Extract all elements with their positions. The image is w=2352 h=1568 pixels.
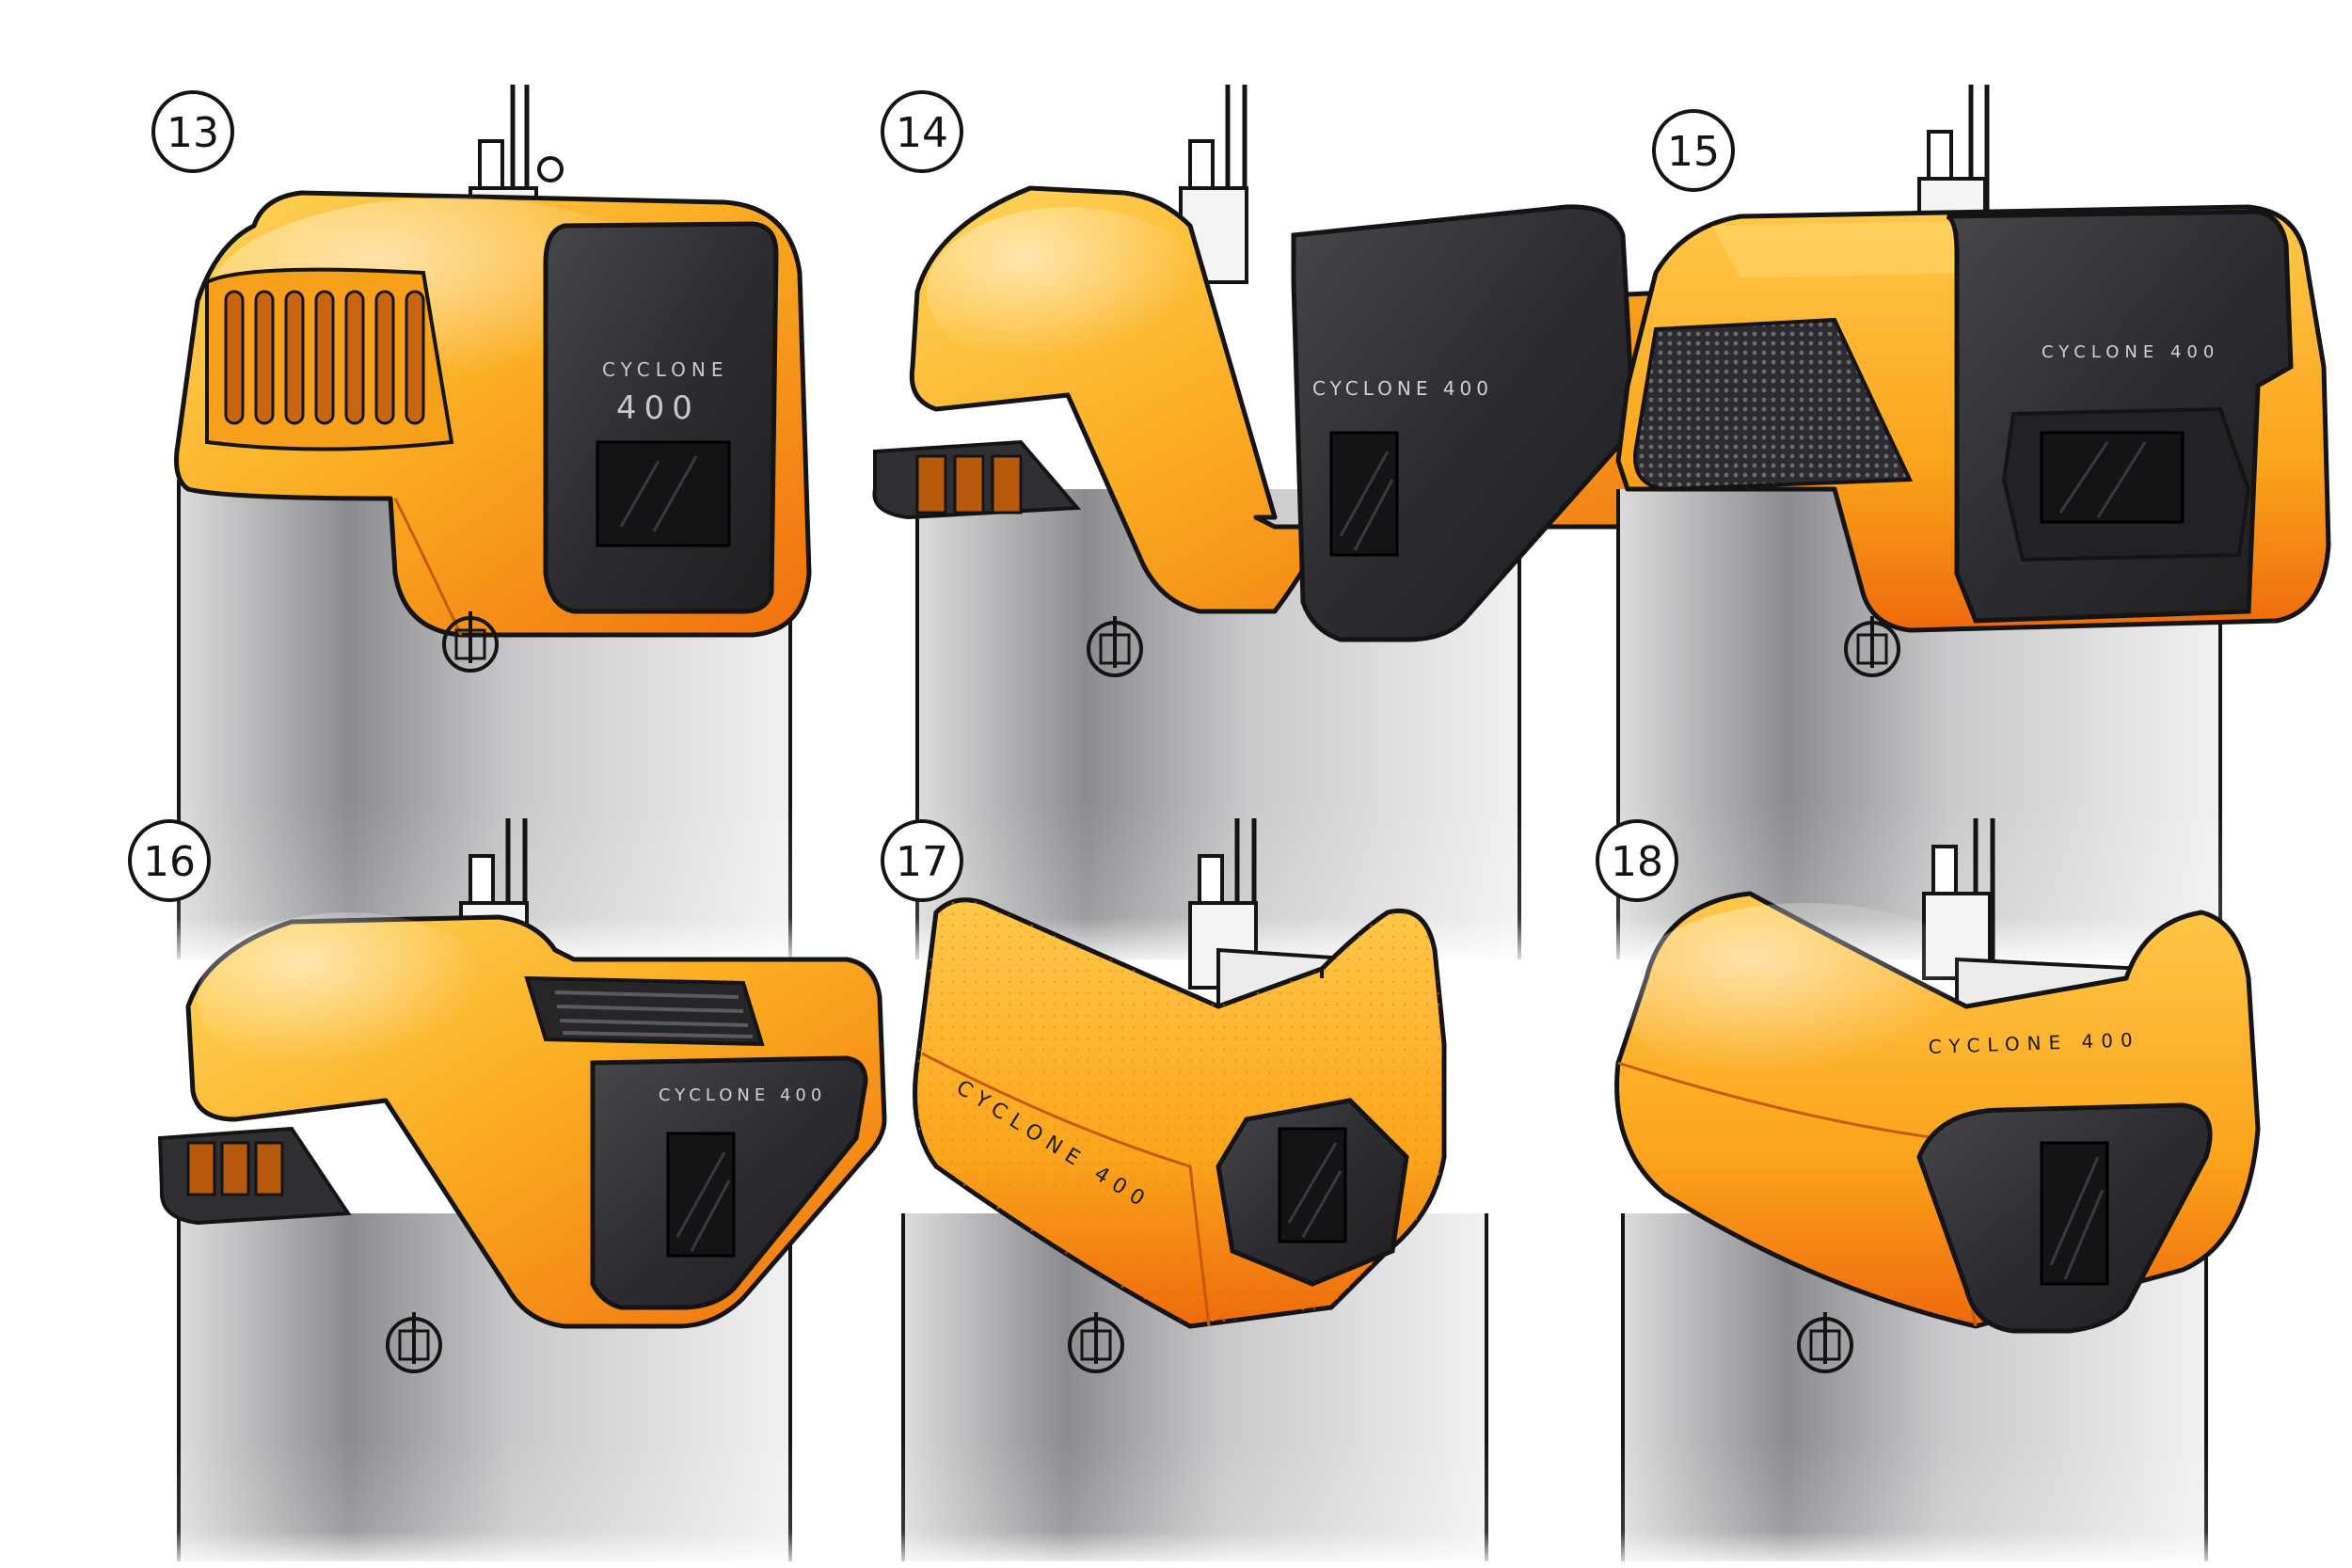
front-panel: CYCLONE 400 (1946, 209, 2294, 624)
circled-number-icon: 16 (128, 819, 211, 902)
concept-number: 13 (167, 109, 219, 157)
lock-dial-icon (1068, 1312, 1124, 1373)
concept-13: CYCLONE 400 13 (151, 85, 812, 969)
side-louvers (186, 1141, 284, 1196)
lock-dial-icon (386, 1312, 442, 1373)
concept-number: 17 (896, 838, 948, 886)
circled-number-icon: 14 (881, 90, 963, 173)
concept-14: CYCLONE 400 14 (872, 85, 1710, 969)
front-panel: CYCLONE 400 (1291, 204, 1635, 642)
circled-number-icon: 15 (1652, 109, 1735, 192)
concept-number: 14 (896, 109, 948, 157)
hex-window (1216, 1098, 1409, 1287)
lock-dial-icon (1844, 616, 1900, 677)
concept-number: 15 (1667, 128, 1720, 176)
circled-number-icon: 18 (1596, 819, 1678, 902)
side-louvers (915, 454, 1023, 515)
top-vent (524, 975, 765, 1047)
concept-number: 18 (1611, 838, 1663, 886)
concept-16: CYCLONE 400 16 (128, 818, 887, 1568)
concept-18: CYCLONE 400 18 (1596, 818, 2261, 1568)
concept-17: CYCLONE 400 17 (881, 818, 1496, 1568)
concept-15: CYCLONE 400 15 (1609, 85, 2331, 969)
brand-label: CYCLONE 400 (659, 1085, 826, 1105)
front-panel (1916, 1102, 2213, 1334)
model-label: 400 (616, 389, 700, 427)
brand-label: CYCLONE 400 (2042, 342, 2219, 362)
lock-dial-icon (1797, 1312, 1853, 1373)
front-grille-mesh (1633, 317, 1914, 492)
concept-number: 16 (143, 838, 196, 886)
lock-dial-icon (442, 611, 499, 673)
front-grille-vertical-slots (205, 267, 454, 451)
front-panel: CYCLONE 400 (543, 221, 779, 614)
circled-number-icon: 17 (881, 819, 963, 902)
front-panel: CYCLONE 400 (590, 1055, 868, 1310)
circled-number-icon: 13 (151, 90, 234, 173)
lock-dial-icon (1087, 616, 1143, 677)
display-window-icon (596, 440, 731, 547)
brand-label: CYCLONE 400 (1312, 377, 1493, 400)
brand-label: CYCLONE (602, 358, 728, 381)
stand (1613, 1213, 2216, 1568)
